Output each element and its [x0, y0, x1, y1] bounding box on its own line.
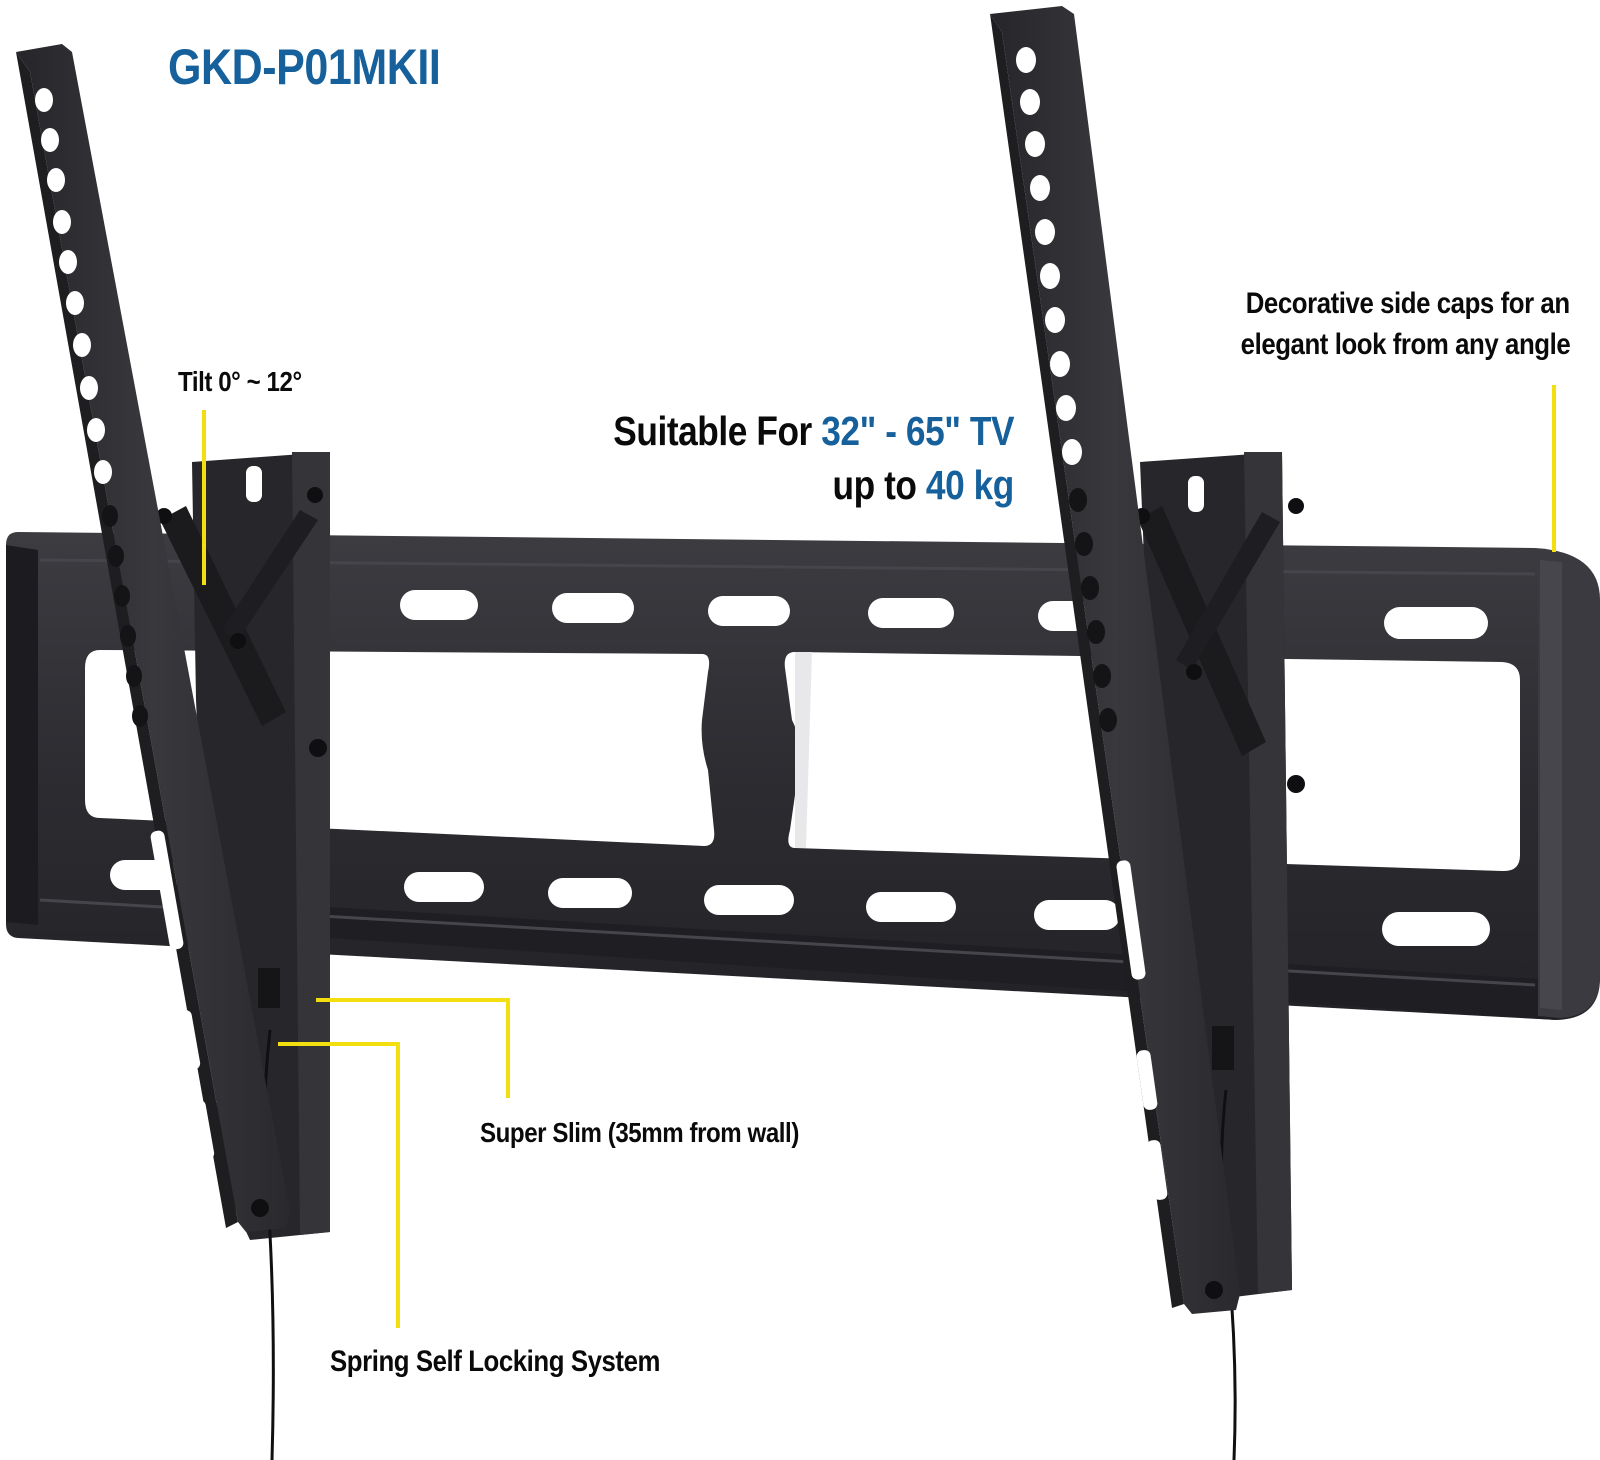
- spring-lock-label: Spring Self Locking System: [330, 1345, 661, 1378]
- suitable-size-label: Suitable For 32" - 65" TV: [613, 408, 1014, 455]
- side-caps-label-line2: elegant look from any angle: [1240, 328, 1570, 361]
- tilt-label: Tilt 0° ~ 12°: [178, 366, 302, 397]
- model-title: GKD-P01MKII: [168, 39, 441, 95]
- super-slim-label: Super Slim (35mm from wall): [480, 1117, 799, 1148]
- suitable-size-value: 32" - 65" TV: [821, 408, 1014, 454]
- side-caps-label-line1: Decorative side caps for an: [1246, 287, 1570, 320]
- callout-lines: [202, 385, 1556, 1328]
- right-bracket: [990, 6, 1305, 1460]
- capacity-prefix: up to: [832, 462, 926, 508]
- capacity-value: 40 kg: [925, 462, 1014, 508]
- capacity-label: up to 40 kg: [832, 462, 1015, 509]
- suitable-prefix: Suitable For: [613, 408, 822, 454]
